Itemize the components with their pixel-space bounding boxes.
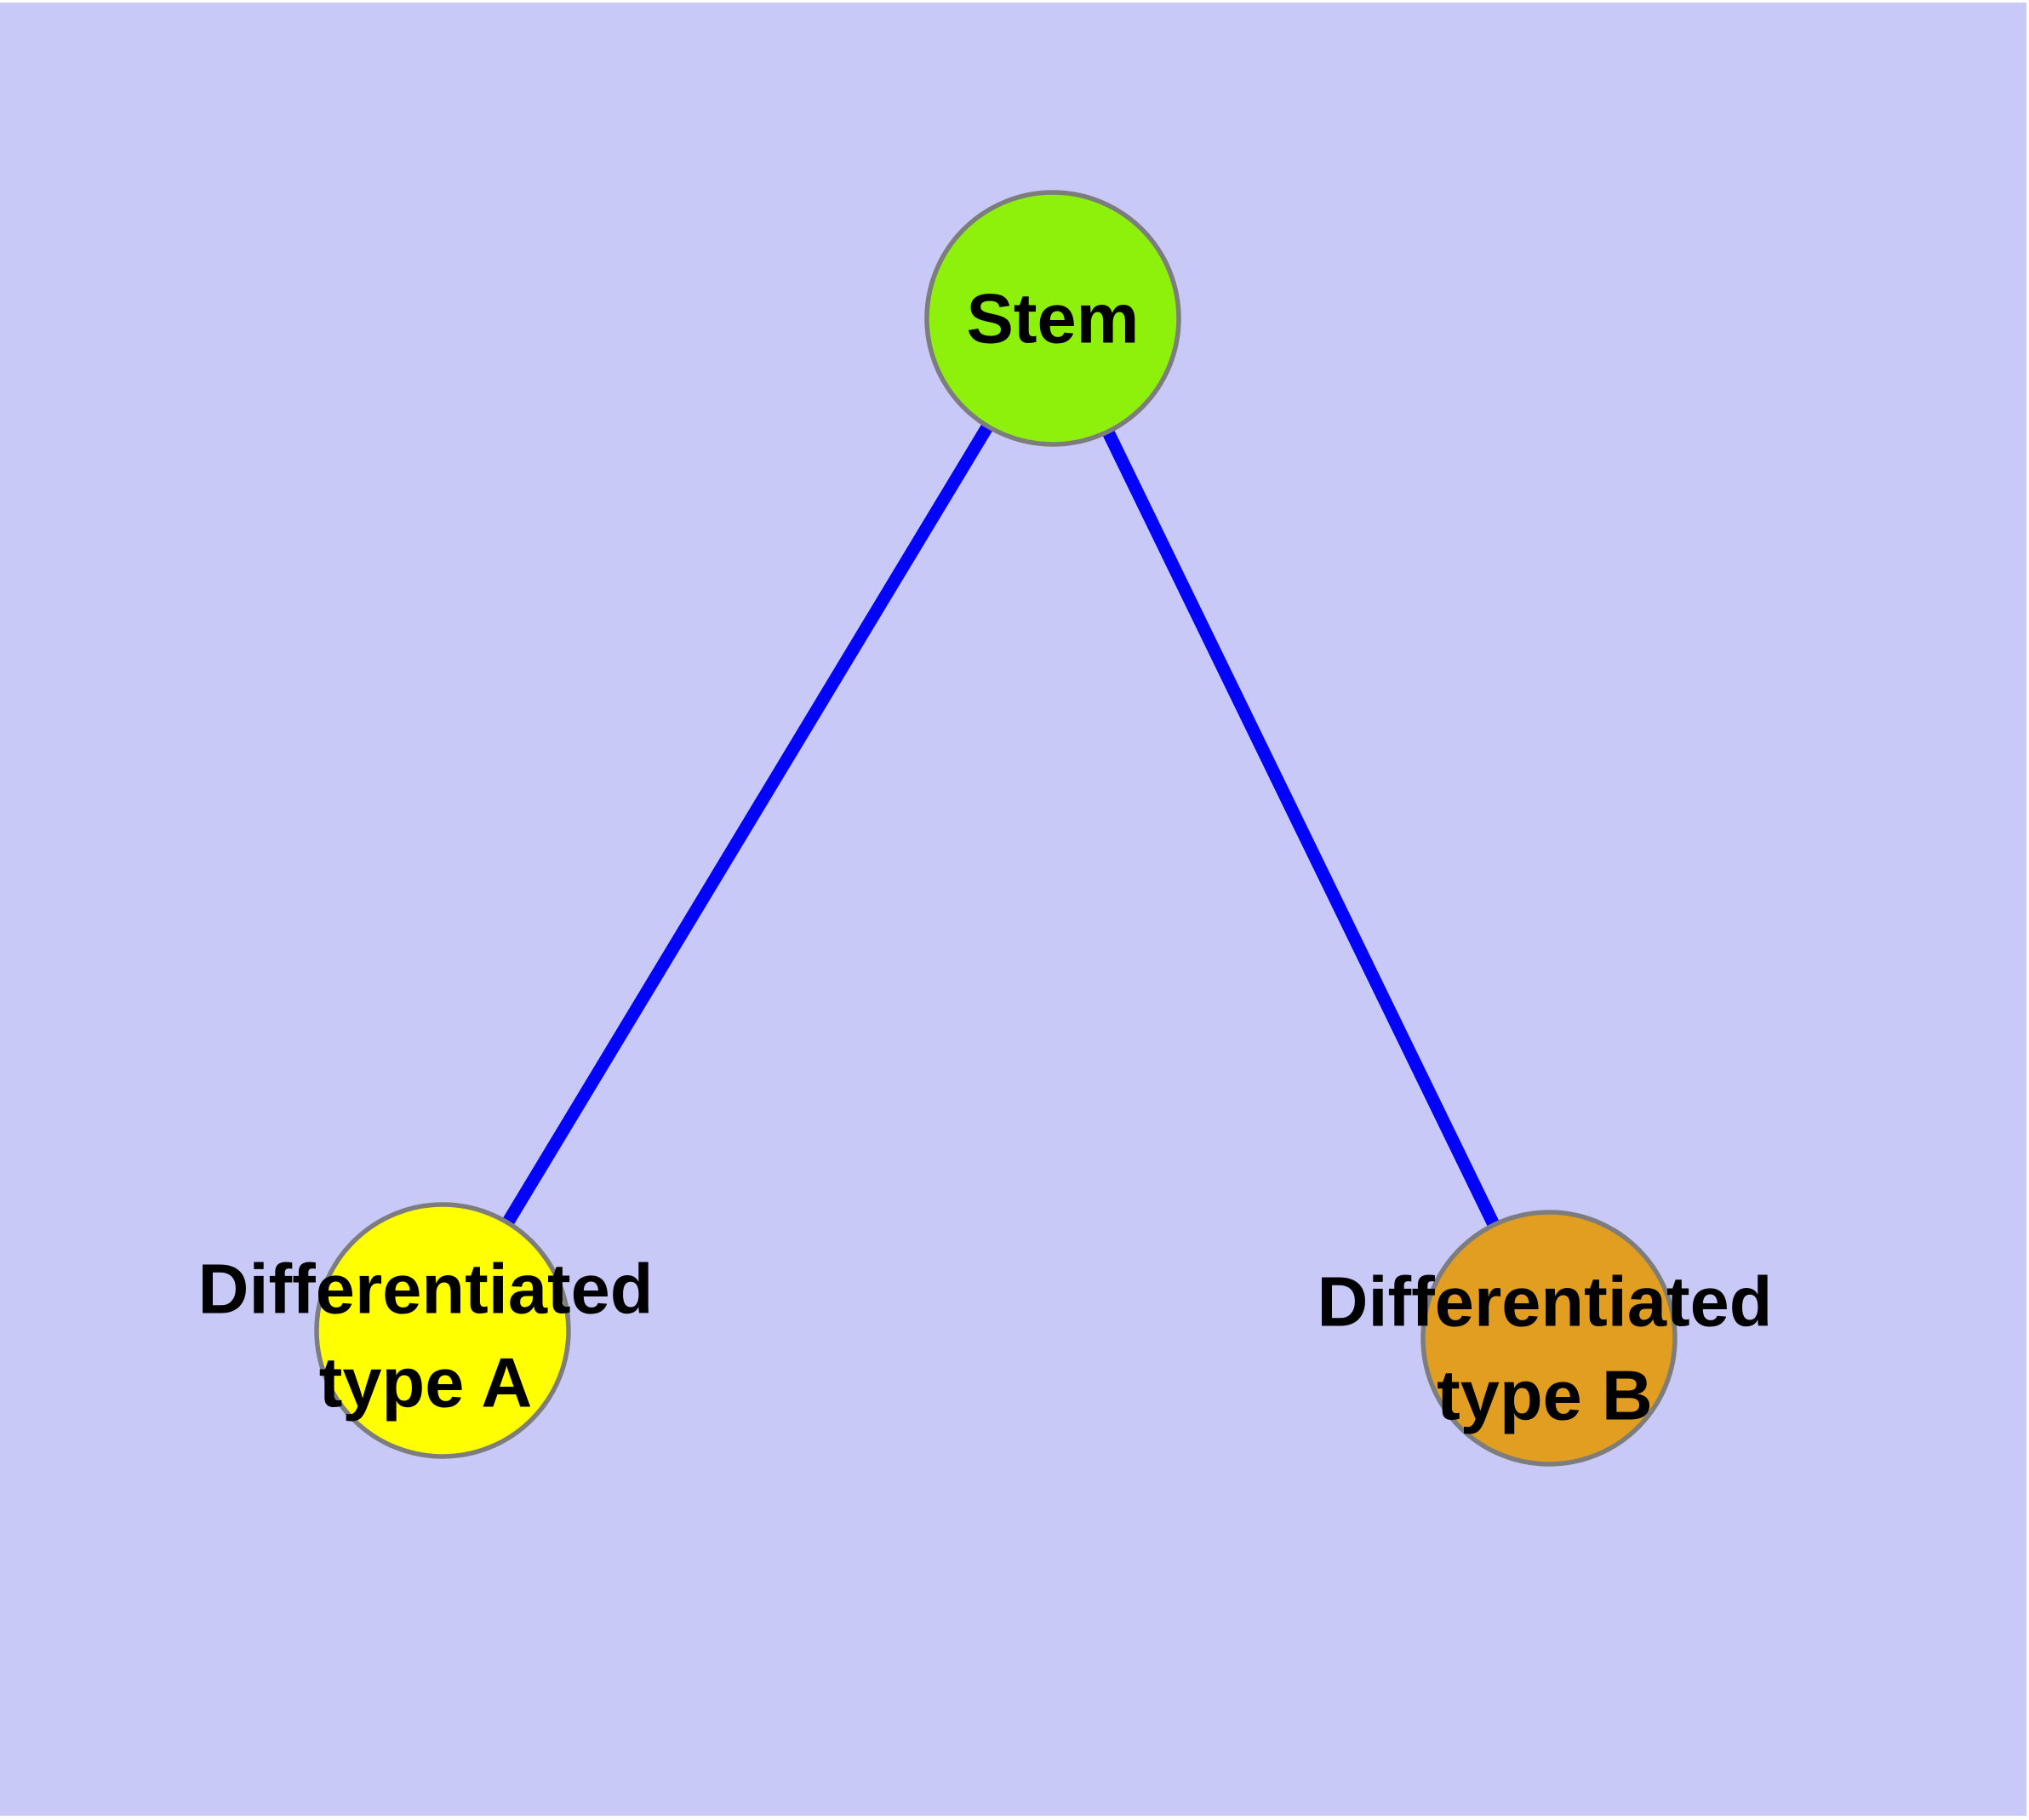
node-differentiated-type-b-label-line-1: Differentiated xyxy=(1317,1262,1773,1342)
node-differentiated-type-a-label-line-1: Differentiated xyxy=(198,1250,654,1329)
node-differentiated-type-b-label-line-2: type B xyxy=(1437,1356,1653,1435)
nodes-layer xyxy=(314,190,1677,1467)
node-stem-label-line-1: Stem xyxy=(967,279,1140,358)
node-differentiated-type-b-circle xyxy=(1420,1210,1677,1467)
node-differentiated-type-a-label-line-2: type A xyxy=(319,1343,533,1422)
edges-layer xyxy=(437,315,1555,1342)
edge-stem-to-differentiated-type-b xyxy=(1047,315,1555,1342)
edge-stem-to-differentiated-type-a xyxy=(437,315,1059,1334)
node-differentiated-type-a-circle xyxy=(314,1202,571,1459)
node-stem-circle xyxy=(924,190,1181,447)
